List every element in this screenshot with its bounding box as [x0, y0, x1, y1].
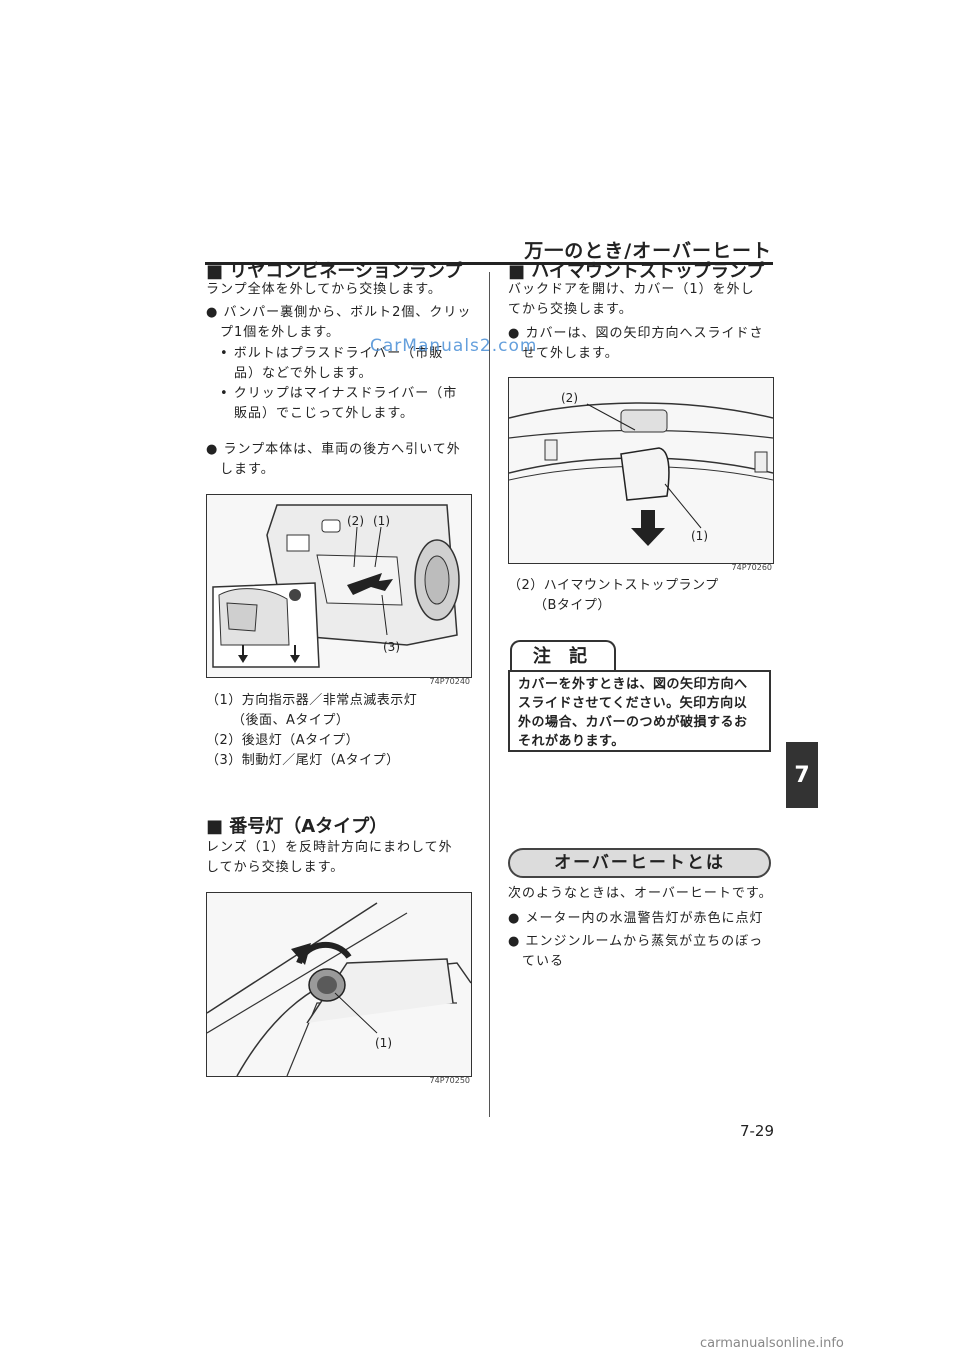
note-line: スライドさせてください。矢印方向以 [518, 696, 748, 711]
license-lamp-instructions: レンズ（1）を反時計方向にまわして外 してから交換します。 [206, 838, 486, 878]
bullet-line: ● バンパー裏側から、ボルト2個、クリッ [206, 305, 472, 320]
rear-lamp-illustration: (2) (1) (3) [212, 504, 460, 668]
figure-rear-combination-lamp: (2) (1) (3) [206, 494, 472, 678]
text-line: てから交換します。 [508, 302, 633, 317]
caption-high-mount-lamp: （2）ハイマウントストップランプ （Bタイプ） [508, 576, 719, 616]
page-header-title: 万一のとき/オーバーヒート [524, 240, 772, 262]
figure-code: 74P70260 [731, 563, 772, 572]
high-mount-lamp-illustration: (2) (1) [509, 391, 773, 546]
caption-item-3: （3）制動灯／尾灯（Aタイプ） [206, 753, 400, 768]
bullet-line: ● カバーは、図の矢印方向へスライドさ [508, 326, 764, 341]
caption-line: （後面、Aタイプ） [232, 713, 350, 728]
header-rule [205, 262, 773, 265]
license-lamp-illustration: (1) [207, 902, 471, 1076]
figure-label-1: (1) [691, 529, 708, 543]
page-number: 7-29 [739, 1122, 774, 1140]
bullet-steam: ● エンジンルームから蒸気が立ちのぼっ ている [508, 932, 774, 972]
bullet-remove-bolts: ● バンパー裏側から、ボルト2個、クリッ プ1個を外します。 [206, 303, 486, 343]
watermark-top[interactable]: CarManuals2.com [370, 336, 538, 356]
note-title: 注 記 [510, 640, 616, 672]
note-box: カバーを外すときは、図の矢印方向へ スライドさせてください。矢印方向以 外の場合… [508, 670, 771, 752]
figure-label-1: (1) [373, 514, 390, 528]
bullet-line: プ1個を外します。 [220, 325, 340, 340]
section-heading-high-mount-stop-lamp: ■ ハイマウントストップランプ [508, 261, 765, 282]
figure-label-3: (3) [383, 640, 400, 654]
figure-label-1: (1) [375, 1036, 392, 1050]
bullet-line: します。 [220, 462, 275, 477]
sub-line: • ボルトはプラスドライバー（市販 [220, 346, 444, 361]
caption-item-1: （1）方向指示器／非常点滅表示灯 （後面、Aタイプ） [206, 691, 417, 731]
chapter-tab[interactable]: 7 [786, 742, 818, 808]
caption-line: （1）方向指示器／非常点滅表示灯 [206, 693, 418, 708]
watermark-bottom[interactable]: carmanualsonline.info [700, 1336, 844, 1351]
bullet-line: ● ランプ本体は、車両の後方へ引いて外 [206, 442, 461, 457]
bullet-line: せて外します。 [522, 346, 619, 361]
note-line: それがあります。 [518, 734, 625, 749]
bullet-pull-lamp: ● ランプ本体は、車両の後方へ引いて外 します。 [206, 440, 486, 480]
figure-label-2: (2) [561, 391, 578, 405]
bullet-line: ● エンジンルームから蒸気が立ちのぼっ [508, 934, 764, 949]
caption-line: （Bタイプ） [534, 598, 611, 613]
note-line: カバーを外すときは、図の矢印方向へ [518, 677, 748, 692]
bullet-temp-warning: ● メーター内の水温警告灯が赤色に点灯 [508, 911, 764, 926]
text-line: してから交換します。 [206, 860, 345, 875]
high-mount-instructions: バックドアを開け、カバー（1）を外し てから交換します。 [508, 280, 774, 320]
section-intro: ランプ全体を外してから交換します。 [206, 282, 442, 297]
bullet-line: ている [522, 954, 565, 969]
overheat-intro: 次のようなときは、オーバーヒートです。 [508, 886, 773, 901]
sub-bullet-clips: • クリップはマイナスドライバー（市 販品）でこじって外します。 [220, 384, 486, 424]
figure-label-2: (2) [347, 514, 364, 528]
caption-item-2: （2）後退灯（Aタイプ） [206, 733, 360, 748]
sub-line: • クリップはマイナスドライバー（市 [220, 386, 458, 401]
section-heading-overheat: オーバーヒートとは [508, 848, 771, 878]
column-divider [489, 272, 490, 1117]
figure-code: 74P70250 [429, 1076, 470, 1085]
figure-code: 74P70240 [429, 677, 470, 686]
figure-high-mount-stop-lamp: (2) (1) [508, 377, 774, 564]
section-heading-license-lamp: ■ 番号灯（Aタイプ） [206, 816, 388, 837]
section-heading-rear-combination-lamp: ■ リヤコンビネーションランプ [206, 261, 463, 282]
bullet-slide-cover: ● カバーは、図の矢印方向へスライドさ せて外します。 [508, 324, 774, 364]
text-line: バックドアを開け、カバー（1）を外し [508, 282, 755, 297]
sub-line: 販品）でこじって外します。 [234, 406, 415, 421]
figure-license-lamp: (1) [206, 892, 472, 1077]
caption-line: （2）ハイマウントストップランプ [508, 578, 719, 593]
sub-line: 品）などで外します。 [234, 366, 373, 381]
sub-bullet-bolts: • ボルトはプラスドライバー（市販 品）などで外します。 [220, 344, 486, 384]
note-line: 外の場合、カバーのつめが破損するお [518, 715, 748, 730]
text-line: レンズ（1）を反時計方向にまわして外 [206, 840, 453, 855]
